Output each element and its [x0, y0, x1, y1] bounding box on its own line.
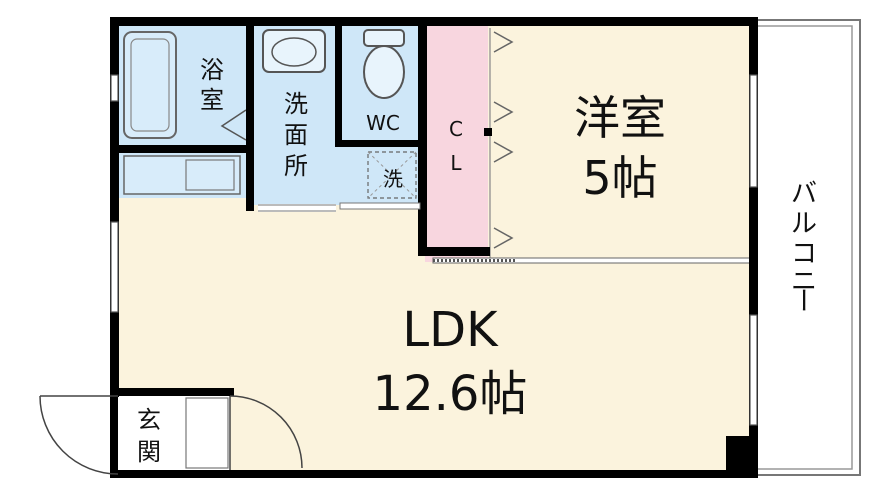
- washroom-label-2: 面: [284, 121, 308, 149]
- balcony-label-5: ー: [787, 287, 817, 313]
- bathtub-inner: [130, 38, 170, 132]
- washroom-doorway: [258, 204, 336, 212]
- entrance-label-1: 玄: [137, 406, 161, 434]
- sink-counter: [123, 155, 241, 195]
- entrance-door-swing: [39, 395, 119, 475]
- closet-floor: [425, 25, 488, 262]
- balcony-label-4: ニ: [791, 267, 817, 297]
- ldk-size: 12.6帖: [373, 366, 528, 422]
- western-room-size: 5帖: [582, 151, 657, 205]
- bathtub: [123, 31, 177, 139]
- closet-door-mark: [493, 227, 514, 249]
- western-room-name: 洋室: [574, 91, 666, 145]
- washroom-label-3: 所: [284, 152, 308, 180]
- ldk-name: LDK: [402, 302, 499, 358]
- washer-pan-diagonal-2: [367, 151, 417, 199]
- closet-door-mark: [493, 101, 514, 123]
- ldk-door-swing: [229, 395, 303, 469]
- wash-basin-bowl: [271, 37, 317, 67]
- sliding-door: [432, 257, 752, 264]
- washroom-label-1: 洗: [284, 90, 308, 118]
- closet-door-mark: [493, 141, 514, 163]
- bath-drain-mark: [220, 109, 247, 141]
- windows: [110, 74, 758, 426]
- balcony-area: [751, 19, 861, 476]
- washer-pan-diagonal-1: [367, 151, 417, 199]
- washer-label: 洗: [383, 167, 403, 191]
- balcony-label-3: コ: [791, 239, 817, 269]
- closet-label-1: C: [449, 117, 463, 141]
- balcony-label-1: バ: [791, 179, 817, 209]
- closet-door-mark: [493, 31, 514, 53]
- western-room-floor: [488, 25, 750, 262]
- sink-basin: [185, 159, 235, 191]
- wet-area-partition: [339, 202, 421, 210]
- entrance-floor: [118, 395, 230, 473]
- balcony-label-2: ル: [791, 209, 817, 239]
- toilet-bowl: [363, 45, 405, 99]
- entrance-label-2: 関: [137, 438, 161, 466]
- closet-label-2: L: [450, 151, 462, 175]
- washer-space: [335, 145, 425, 205]
- bath-label-1: 浴: [200, 56, 224, 84]
- toilet-label: WC: [366, 111, 400, 135]
- washer-pan: [367, 151, 417, 199]
- bath-label-2: 室: [200, 86, 224, 114]
- toilet-tank: [363, 29, 405, 47]
- shoe-cabinet: [185, 397, 229, 469]
- walls: [110, 17, 758, 478]
